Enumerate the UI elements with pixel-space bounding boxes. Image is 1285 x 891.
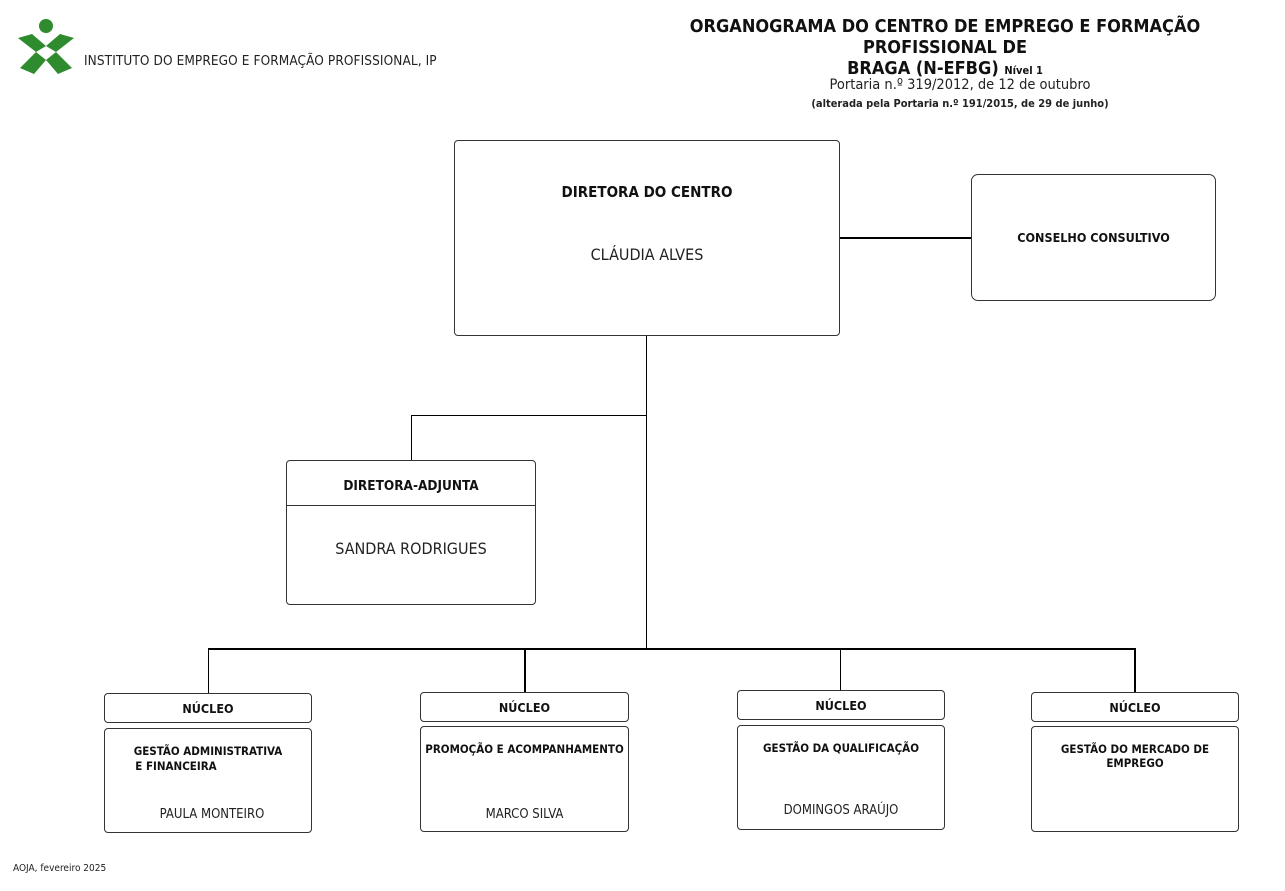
nucleo-2-header: NÚCLEO [420, 692, 629, 722]
connector-nucleo-3-drop [840, 648, 841, 691]
legal-amendment: (alterada pela Portaria n.º 191/2015, de… [811, 97, 1109, 110]
nucleo-3-box: GESTÃO DA QUALIFICAÇÃO DOMINGOS ARAÚJO [737, 725, 945, 830]
deputy-box: DIRETORA-ADJUNTA SANDRA RODRIGUES [286, 460, 536, 605]
nucleo-3-unit-line-1: GESTÃO DA QUALIFICAÇÃO [763, 741, 919, 755]
nucleo-1-box: GESTÃO ADMINISTRATIVA E FINANCEIRA PAULA… [104, 728, 312, 833]
nucleo-3-header: NÚCLEO [737, 690, 945, 720]
level-label: Nível 1 [1004, 64, 1043, 77]
nucleo-2-unit-line-1: PROMOÇÃO E ACOMPANHAMENTO [425, 742, 624, 756]
director-name: CLÁUDIA ALVES [590, 245, 704, 264]
footer-note: AOJA, fevereiro 2025 [13, 863, 107, 874]
council-name: CONSELHO CONSULTIVO [1017, 230, 1170, 245]
connector-nucleos-bus [208, 648, 1136, 650]
title-line-1: ORGANOGRAMA DO CENTRO DE EMPREGO E FORMA… [689, 16, 1201, 58]
connector-nucleo-1-drop [208, 648, 209, 694]
connector-deputy-horizontal [411, 415, 647, 416]
deputy-divider [287, 505, 535, 506]
logo-cross-mark [18, 19, 74, 74]
director-box: DIRETORA DO CENTRO CLÁUDIA ALVES [454, 140, 840, 336]
nucleo-4-header: NÚCLEO [1031, 692, 1239, 722]
nucleo-3-head: DOMINGOS ARAÚJO [783, 803, 899, 818]
nucleo-4-label: NÚCLEO [1109, 700, 1161, 715]
director-role: DIRETORA DO CENTRO [561, 183, 733, 201]
nucleo-1-head: PAULA MONTEIRO [159, 807, 265, 822]
organization-name: INSTITUTO DO EMPREGO E FORMAÇÃO PROFISSI… [84, 53, 437, 69]
nucleo-1-unit-line-2: E FINANCEIRA [135, 759, 217, 773]
nucleo-4-unit-line-1: GESTÃO DO MERCADO DE EMPREGO [1060, 742, 1210, 770]
title-line-2: BRAGA (N-EFBG) Nível 1 [635, 58, 1255, 81]
title-center-code: BRAGA (N-EFBG) [847, 58, 999, 79]
connector-nucleo-4-drop [1134, 648, 1136, 693]
nucleo-4-box: GESTÃO DO MERCADO DE EMPREGO [1031, 726, 1239, 832]
deputy-role: DIRETORA-ADJUNTA [343, 478, 479, 494]
connector-nucleo-2-drop [524, 648, 526, 693]
connector-deputy-drop [411, 415, 412, 461]
nucleo-1-unit-line-1: GESTÃO ADMINISTRATIVA [133, 744, 283, 758]
nucleo-2-head: MARCO SILVA [485, 807, 564, 822]
nucleo-2-box: PROMOÇÃO E ACOMPANHAMENTO MARCO SILVA [420, 726, 629, 832]
connector-director-council [839, 237, 972, 239]
deputy-name: SANDRA RODRIGUES [335, 539, 487, 558]
nucleo-1-label: NÚCLEO [182, 701, 234, 716]
iefp-logo [18, 19, 74, 74]
nucleo-3-label: NÚCLEO [815, 698, 867, 713]
council-box: CONSELHO CONSULTIVO [971, 174, 1216, 301]
page-title: ORGANOGRAMA DO CENTRO DE EMPREGO E FORMA… [635, 16, 1255, 81]
legal-reference: Portaria n.º 319/2012, de 12 de outubro [829, 77, 1091, 93]
nucleo-2-label: NÚCLEO [498, 700, 551, 715]
nucleo-1-header: NÚCLEO [104, 693, 312, 723]
connector-director-trunk [646, 335, 647, 648]
